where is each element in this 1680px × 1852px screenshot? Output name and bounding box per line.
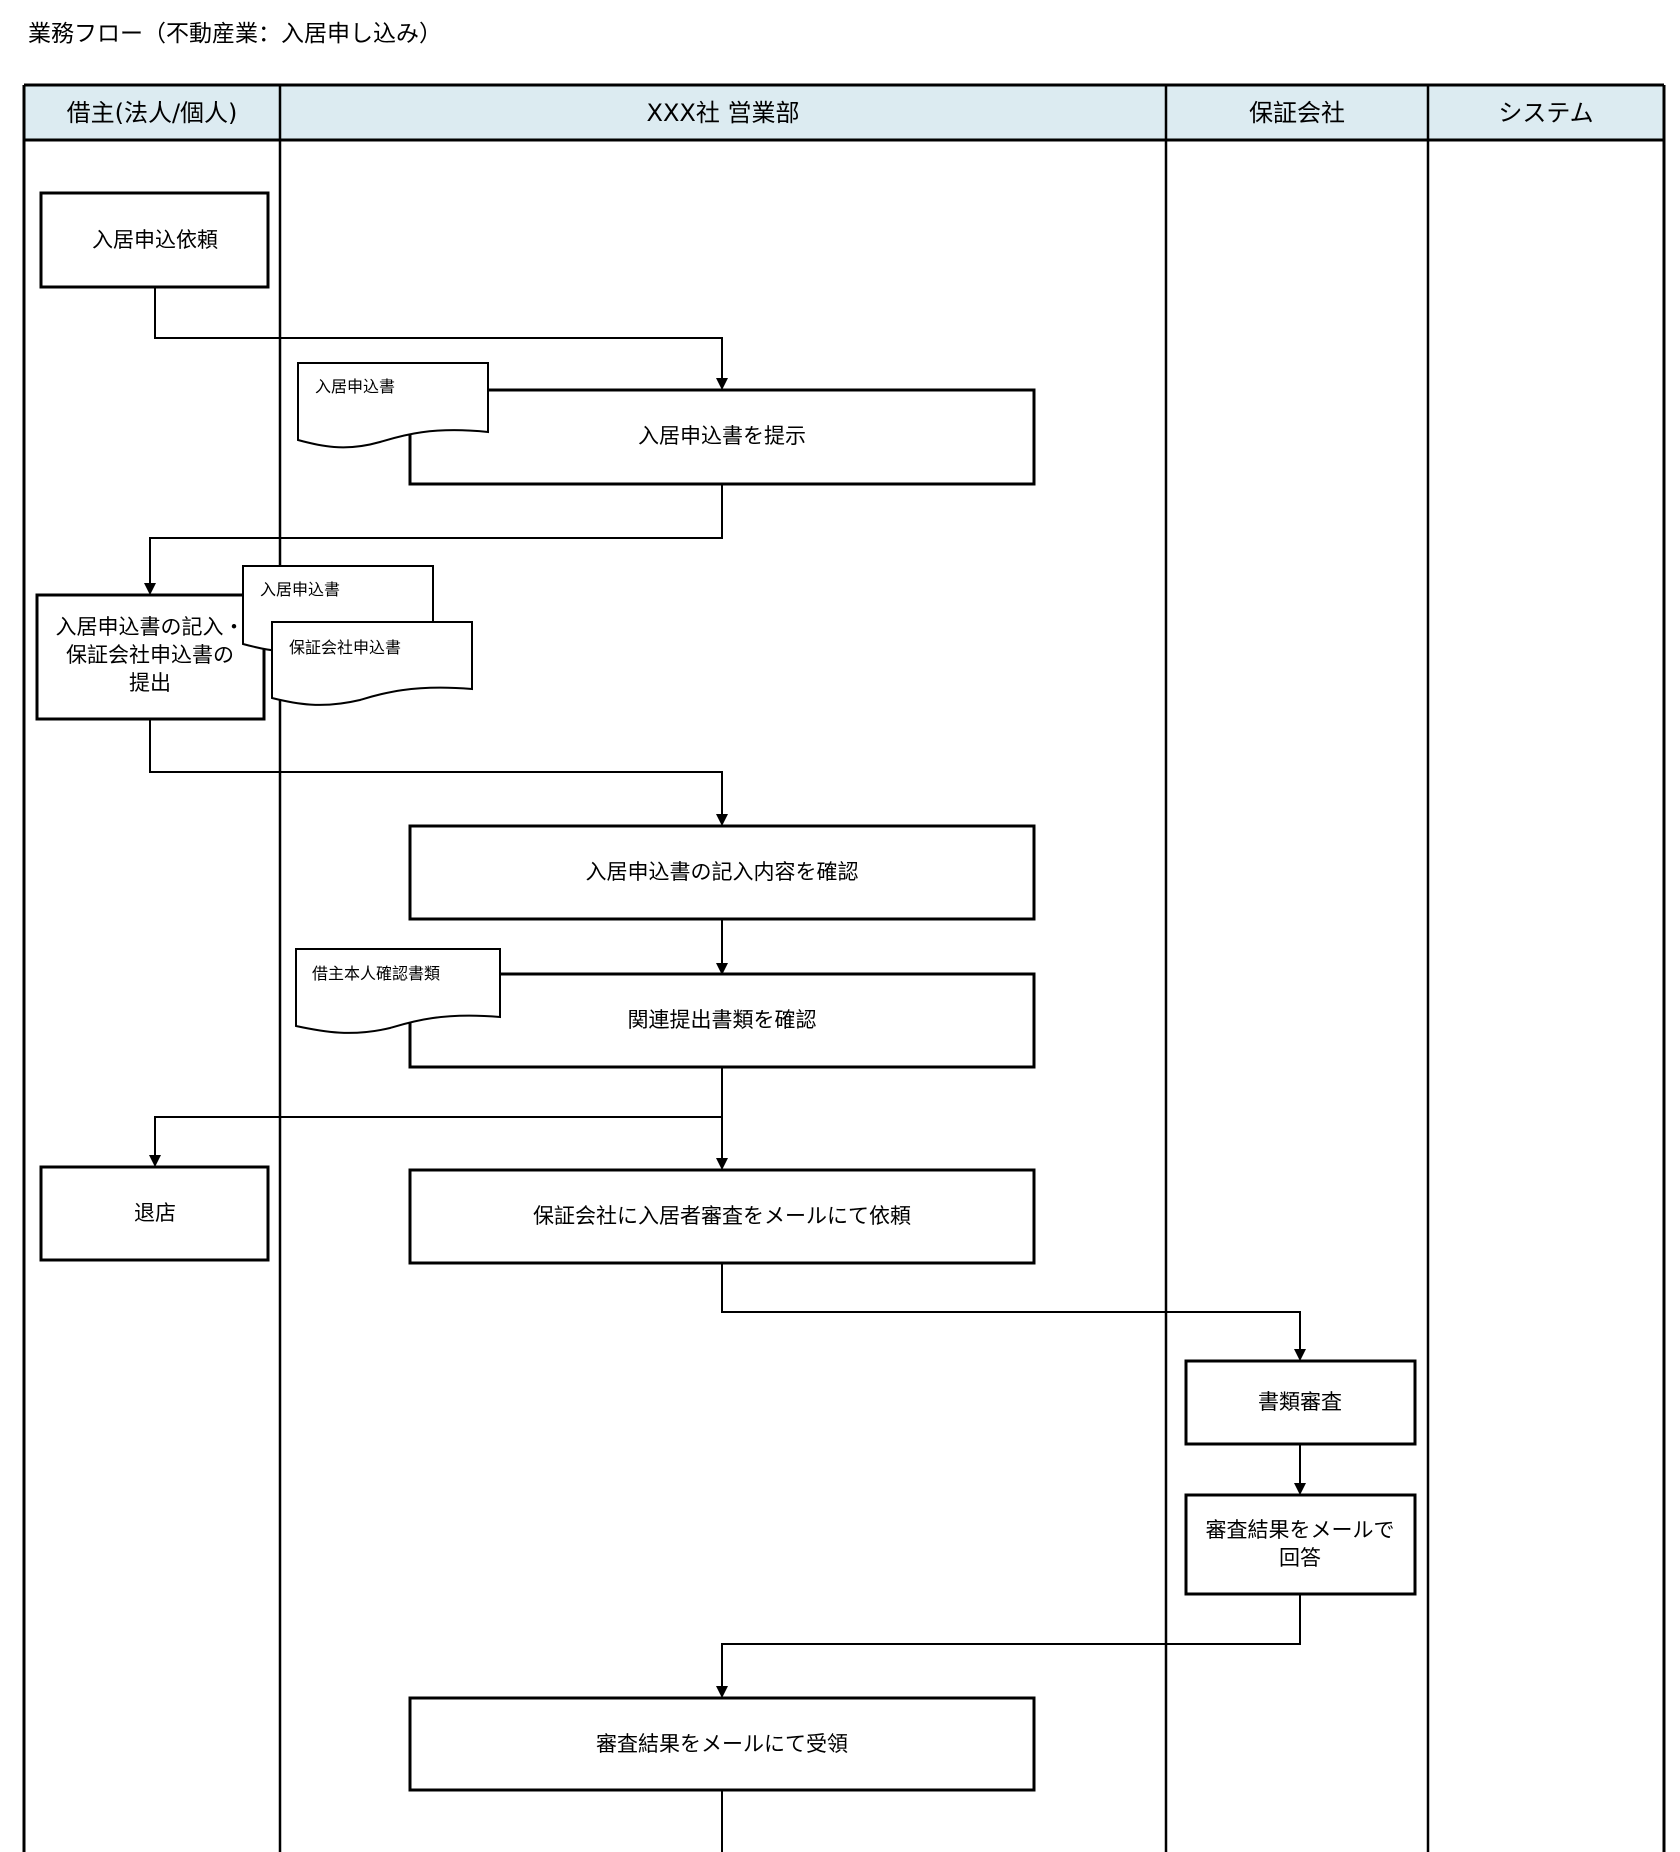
document-label-id-documents: 借主本人確認書類 xyxy=(312,964,440,983)
connector-p7-p8 xyxy=(721,1262,1306,1361)
process-label-document-screening: 書類審査 xyxy=(1258,1390,1342,1414)
document-label-application-form-2: 入居申込書 xyxy=(260,580,340,599)
process-label-leave-store: 退店 xyxy=(134,1201,176,1225)
process-box-leave-store xyxy=(39,1165,270,1262)
process-box-check-content xyxy=(408,824,1036,921)
connector-p3-p4 xyxy=(149,718,728,826)
lane-title-sales: XXX社 営業部 xyxy=(647,99,800,127)
process-label-reply-result-line-1: 審査結果をメールで xyxy=(1206,1518,1395,1542)
process-box-reply-result xyxy=(1184,1493,1417,1596)
process-label-reply-result-line-2: 回答 xyxy=(1279,1546,1321,1570)
document-label-application-form-1: 入居申込書 xyxy=(315,377,395,396)
process-box-present-form xyxy=(408,388,1036,486)
lane-header-band xyxy=(24,85,1664,140)
process-label-apply-request: 入居申込依頼 xyxy=(92,228,218,252)
process-box-check-documents xyxy=(408,972,1036,1069)
process-box-receive-result xyxy=(408,1696,1036,1792)
lane-title-guarantor: 保証会社 xyxy=(1249,99,1345,127)
process-box-request-screening xyxy=(408,1168,1036,1265)
document-shape-application-form-1 xyxy=(297,362,489,449)
process-label-receive-result: 審査結果をメールにて受領 xyxy=(596,1732,848,1756)
process-label-request-screening: 保証会社に入居者審査をメールにて依頼 xyxy=(533,1204,911,1228)
process-label-submit-forms-line-2: 保証会社申込書の xyxy=(66,643,234,667)
document-label-guarantor-form: 保証会社申込書 xyxy=(289,638,401,657)
document-shape-guarantor-form xyxy=(271,621,473,706)
lane-title-system: システム xyxy=(1498,99,1593,127)
lane-title-borrower: 借主(法人/個人) xyxy=(67,99,238,127)
process-label-present-form: 入居申込書を提示 xyxy=(638,424,806,448)
connector-p9-p10 xyxy=(716,1593,1301,1698)
process-label-submit-forms-line-3: 提出 xyxy=(129,671,171,695)
process-box-apply-request xyxy=(39,191,270,289)
process-label-check-content: 入居申込書の記入内容を確認 xyxy=(586,860,859,884)
process-label-submit-forms-line-1: 入居申込書の記入・ xyxy=(56,615,245,639)
document-shape-id-documents xyxy=(295,948,501,1034)
connector-p2-p3 xyxy=(144,484,723,595)
process-box-document-screening xyxy=(1184,1359,1417,1446)
process-label-check-documents: 関連提出書類を確認 xyxy=(628,1008,817,1032)
connector-p5-p6 xyxy=(149,1116,722,1167)
process-box-submit-forms xyxy=(35,593,266,721)
page-title: 業務フロー（不動産業：入居申し込み） xyxy=(28,21,442,47)
connector-p1-p2 xyxy=(154,287,728,390)
